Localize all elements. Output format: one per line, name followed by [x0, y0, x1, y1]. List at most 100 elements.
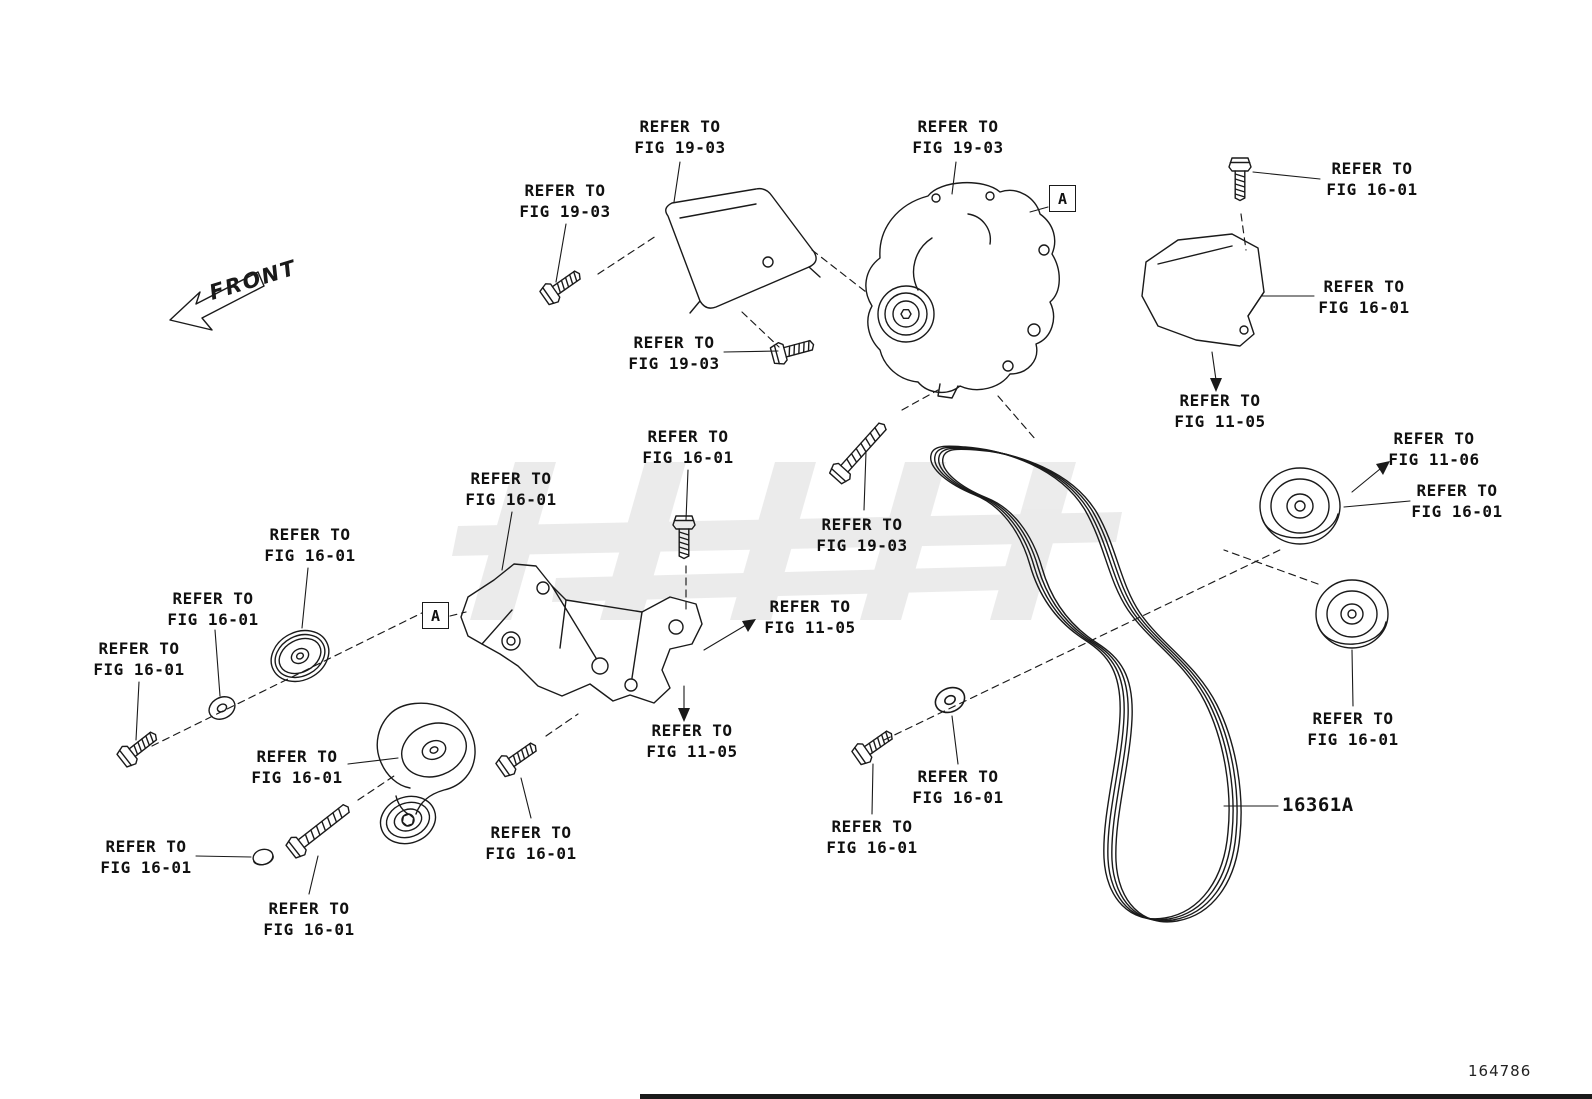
- reference-label-line2: FIG 16-01: [1411, 502, 1503, 521]
- grooved-pulley-drawing: [270, 629, 330, 683]
- bolt-below-tensioner: [493, 735, 543, 780]
- reference-label-line1: REFER TO: [1179, 391, 1261, 410]
- idler-pulley-lower-drawing: [1315, 579, 1389, 649]
- reference-label: REFER TO FIG 19-03: [628, 332, 719, 374]
- reference-label-line1: REFER TO: [470, 469, 552, 488]
- part-number-label: 16361A: [1282, 794, 1354, 816]
- reference-label: REFER TO FIG 11-06: [1388, 428, 1479, 470]
- washer-middle: [930, 682, 970, 718]
- reference-label: REFER TO FIG 19-03: [634, 116, 725, 158]
- bolt-top-left: [537, 263, 587, 308]
- cover-drawing: [665, 187, 821, 314]
- cap-drawing: [252, 848, 274, 866]
- callout-letter: A: [1057, 189, 1068, 208]
- reference-label: REFER TO FIG 19-03: [912, 116, 1003, 158]
- washer-left: [204, 691, 240, 725]
- idler-pulley-upper-drawing: [1259, 467, 1341, 545]
- reference-label-line2: FIG 19-03: [519, 202, 611, 221]
- reference-label-line2: FIG 16-01: [100, 858, 192, 877]
- reference-label-line1: REFER TO: [1312, 709, 1394, 728]
- reference-label-line1: REFER TO: [633, 333, 715, 352]
- reference-label-line2: FIG 16-01: [465, 490, 557, 509]
- reference-label-line2: FIG 19-03: [628, 354, 720, 373]
- reference-label-line1: REFER TO: [1416, 481, 1498, 500]
- reference-label-line1: REFER TO: [98, 639, 180, 658]
- leader-lines: [135, 161, 1411, 895]
- reference-label-line1: REFER TO: [268, 899, 350, 918]
- reference-label-line2: FIG 19-03: [912, 138, 1004, 157]
- reference-label-line2: FIG 16-01: [167, 610, 259, 629]
- reference-label: REFER TO FIG 16-01: [263, 898, 354, 940]
- reference-label-line2: FIG 16-01: [1318, 298, 1410, 317]
- reference-label-line1: REFER TO: [639, 117, 721, 136]
- reference-label-line2: FIG 16-01: [263, 920, 355, 939]
- reference-label-line1: REFER TO: [1331, 159, 1413, 178]
- reference-label: REFER TO FIG 16-01: [251, 746, 342, 788]
- reference-label-line2: FIG 11-06: [1388, 450, 1480, 469]
- belt-tensioner-drawing: [376, 702, 476, 845]
- callout-box-a-alternator: A: [1049, 185, 1076, 212]
- callout-box-a-bracket: A: [422, 602, 449, 629]
- reference-label-line1: REFER TO: [1323, 277, 1405, 296]
- reference-label-line1: REFER TO: [256, 747, 338, 766]
- bolt-bottom-left: [283, 797, 356, 861]
- reference-label: REFER TO FIG 16-01: [100, 836, 191, 878]
- reference-label: REFER TO FIG 19-03: [519, 180, 610, 222]
- reference-label-line2: FIG 19-03: [634, 138, 726, 157]
- reference-label-line1: REFER TO: [917, 767, 999, 786]
- reference-label: REFER TO FIG 16-01: [465, 468, 556, 510]
- reference-label-line2: FIG 11-05: [1174, 412, 1266, 431]
- reference-label-line1: REFER TO: [269, 525, 351, 544]
- direction-arrows: [678, 351, 1390, 722]
- reference-label-line2: FIG 16-01: [1307, 730, 1399, 749]
- reference-label-line2: FIG 16-01: [826, 838, 918, 857]
- reference-label-line2: FIG 16-01: [1326, 180, 1418, 199]
- reference-label: REFER TO FIG 16-01: [1411, 480, 1502, 522]
- reference-label-line1: REFER TO: [172, 589, 254, 608]
- reference-label-line2: FIG 16-01: [485, 844, 577, 863]
- reference-label-line2: FIG 16-01: [93, 660, 185, 679]
- reference-label-line1: REFER TO: [105, 837, 187, 856]
- reference-label: REFER TO FIG 16-01: [485, 822, 576, 864]
- doc-number: 164786: [1468, 1062, 1532, 1080]
- reference-label: REFER TO FIG 11-05: [646, 720, 737, 762]
- reference-label-line1: REFER TO: [651, 721, 733, 740]
- reference-label-line1: REFER TO: [647, 427, 729, 446]
- bottom-edge-line: [640, 1094, 1592, 1099]
- alternator-drawing: [865, 182, 1060, 399]
- reference-label: REFER TO FIG 16-01: [93, 638, 184, 680]
- reference-label-line2: FIG 11-05: [646, 742, 738, 761]
- front-label: FRONT: [206, 255, 299, 304]
- bolt-middle: [768, 333, 818, 367]
- serpentine-belt-drawing: [930, 445, 1242, 923]
- reference-label-line2: FIG 16-01: [642, 448, 734, 467]
- reference-label: REFER TO FIG 16-01: [642, 426, 733, 468]
- reference-label-line2: FIG 11-05: [764, 618, 856, 637]
- reference-label-line1: REFER TO: [1393, 429, 1475, 448]
- reference-label: REFER TO FIG 16-01: [264, 524, 355, 566]
- reference-label: REFER TO FIG 16-01: [167, 588, 258, 630]
- reference-label-line2: FIG 16-01: [912, 788, 1004, 807]
- bolt-far-left: [114, 725, 163, 770]
- reference-label: REFER TO FIG 16-01: [826, 816, 917, 858]
- mounting-bracket-drawing: [460, 563, 703, 704]
- reference-label-line2: FIG 16-01: [251, 768, 343, 787]
- reference-label-line1: REFER TO: [831, 817, 913, 836]
- reference-label: REFER TO FIG 16-01: [1307, 708, 1398, 750]
- watermark: [452, 462, 1122, 620]
- reference-label: REFER TO FIG 11-05: [764, 596, 855, 638]
- reference-label: REFER TO FIG 16-01: [1318, 276, 1409, 318]
- bolt-top-right: [1228, 157, 1252, 202]
- reference-label: REFER TO FIG 11-05: [1174, 390, 1265, 432]
- reference-label: REFER TO FIG 16-01: [912, 766, 1003, 808]
- bolt-long-center: [826, 416, 894, 487]
- front-arrow: [169, 271, 265, 331]
- reference-label: REFER TO FIG 19-03: [816, 514, 907, 556]
- reference-label-line1: REFER TO: [821, 515, 903, 534]
- bracket-cover-drawing: [1141, 233, 1265, 347]
- assembly-dashed-lines: [151, 213, 1319, 801]
- bolt-mid-bottom: [849, 723, 899, 768]
- reference-label-line1: REFER TO: [917, 117, 999, 136]
